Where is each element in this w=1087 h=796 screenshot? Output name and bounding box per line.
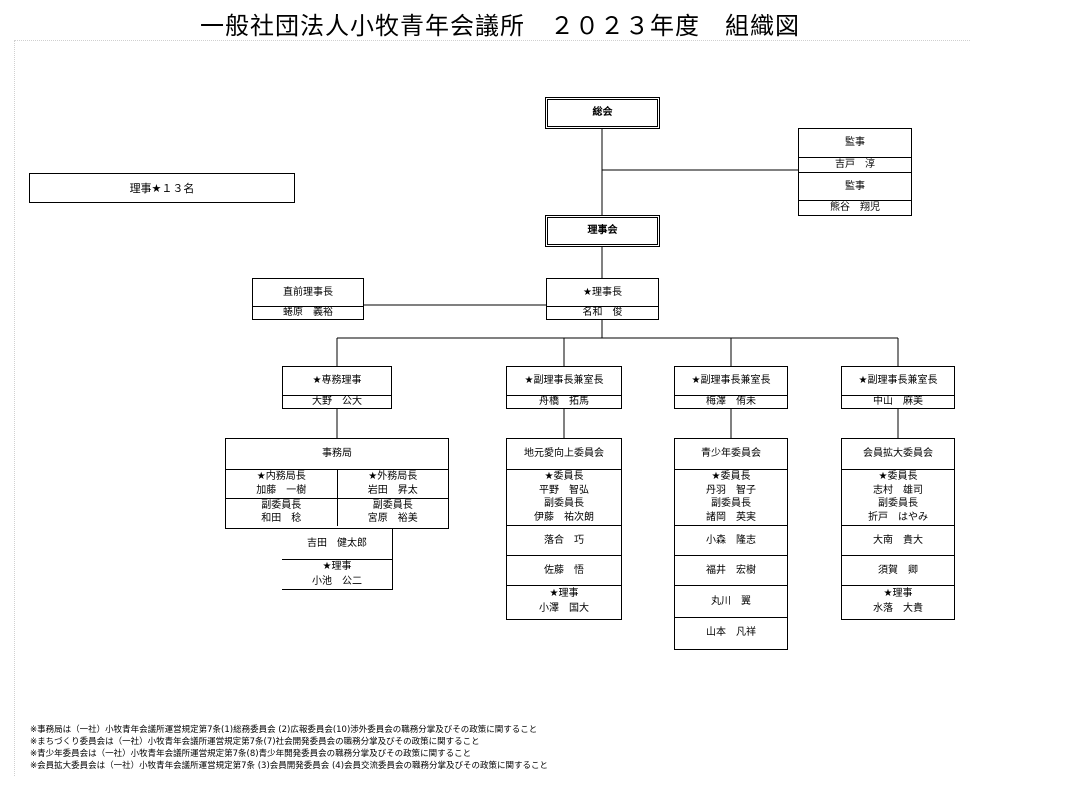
past-president-role: 直前理事長 [283,286,333,298]
secretariat-title: 事務局 [322,448,352,459]
committee-local-love-box: 地元愛向上委員会 ★委員長 平野 智弘 副委員長 伊藤 祐次朗 落合 巧 佐藤 … [506,438,622,620]
page-title: 一般社団法人小牧青年会議所 ２０２３年度 組織図 [200,12,800,40]
general-assembly-label: 総会 [592,107,613,118]
committee-1-member-1: 落合 巧 [507,525,621,555]
auditor-1-name: 吉戸 淳 [799,157,911,172]
general-assembly-box: 総会 [545,97,660,129]
committee-3-director-role: ★理事 [842,585,954,601]
column-1-name: 大野 公大 [283,395,391,408]
internal-bureau-name: 加藤 一樹 [256,485,307,496]
external-bureau: ★外務局長 岩田 昇太 副委員長 宮原 裕美 [336,470,448,526]
committee-2-vice: 諸岡 英実 [706,512,756,523]
footnote: ※青少年委員会は（一社）小牧青年会議所運営規定第7条(8)青少年開発委員会の職務… [30,749,472,759]
committee-3-vice: 折戸 はやみ [868,512,928,523]
column-4-name: 中山 麻美 [842,395,954,408]
vice-president-3-box: ★副理事長兼室長 中山 麻美 [841,366,955,409]
past-president-box: 直前理事長 蜷原 義裕 [252,278,364,320]
committee-1-vice-role: 副委員長 [544,498,584,509]
committee-2-member-4: 山本 凡祥 [675,617,787,647]
auditor-2-role: 監事 [799,172,911,200]
committee-1-chair: 平野 智弘 [539,484,589,496]
internal-bureau: ★内務局長 加藤 一樹 副委員長 和田 稔 [226,470,337,526]
committee-2-title: 青少年委員会 [701,448,761,459]
secretariat-mask-right [393,528,450,591]
footnote: ※会員拡大委員会は（一社）小牧青年会議所運営規定第7条 (3)会員開発委員会 (… [30,761,549,771]
committee-1-director-role: ★理事 [507,585,621,601]
committee-1-director: 小澤 国大 [539,602,589,614]
column-2-role: ★副理事長兼室長 [524,375,604,386]
committee-3-chair: 志村 雄司 [873,484,923,496]
committee-1-member-2: 佐藤 悟 [507,555,621,585]
column-3-role: ★副理事長兼室長 [691,375,771,386]
footnotes: ※事務局は（一社）小牧青年会議所運営規定第7条(1)総務委員会 (2)広報委員会… [30,724,548,772]
committee-3-director: 水落 大貴 [873,602,923,614]
committee-2-member-2: 福井 宏樹 [675,555,787,585]
external-bureau-name: 岩田 昇太 [367,485,418,496]
board-box: 理事会 [545,215,660,247]
column-3-name: 梅澤 侑未 [675,395,787,408]
auditor-1-role: 監事 [845,137,865,148]
committee-2-member-1: 小森 隆志 [675,525,787,555]
vice-president-2-box: ★副理事長兼室長 梅澤 侑未 [674,366,788,409]
committee-3-title: 会員拡大委員会 [863,448,933,459]
directors-count-label: 理事★１３名 [129,181,195,195]
footnote: ※事務局は（一社）小牧青年会議所運営規定第7条(1)総務委員会 (2)広報委員会… [30,725,538,735]
committee-1-title: 地元愛向上委員会 [524,448,604,459]
directors-count-box: 理事★１３名 [29,173,295,203]
chart-frame [14,40,970,776]
internal-bureau-role: ★内務局長 [256,471,306,482]
external-vice-role: 副委員長 [337,498,448,512]
committee-3-member-1: 大南 貴大 [842,525,954,555]
committee-3-vice-role: 副委員長 [878,498,918,509]
committee-3-chair-role: ★委員長 [842,469,954,484]
auditors-box: 監事 吉戸 淳 監事 熊谷 翔児 [798,128,912,216]
president-name: 名和 俊 [547,306,658,319]
secretariat-mask-left [225,528,282,591]
vice-president-1-box: ★副理事長兼室長 舟橋 拓馬 [506,366,622,409]
auditor-2-name: 熊谷 翔児 [799,200,911,215]
secretariat-member: 吉田 健太郎 [307,538,367,549]
committee-3-member-2: 須賀 卿 [842,555,954,585]
committee-2-member-3: 丸川 翼 [675,585,787,617]
committee-2-chair: 丹羽 智子 [706,484,756,496]
secretariat-bureaus: ★内務局長 加藤 一樹 副委員長 和田 稔 ★外務局長 岩田 昇太 副委員長 宮… [226,469,448,526]
column-4-role: ★副理事長兼室長 [858,375,938,386]
external-vice-name: 宮原 裕美 [367,513,418,524]
president-box: ★理事長 名和 俊 [546,278,659,320]
internal-vice-role: 副委員長 [226,498,337,512]
column-2-name: 舟橋 拓馬 [507,395,621,408]
committee-1-chair-role: ★委員長 [507,469,621,484]
internal-vice-name: 和田 稔 [261,513,302,524]
external-bureau-role: ★外務局長 [368,471,418,482]
committee-1-vice: 伊藤 祐次朗 [534,512,594,523]
footnote: ※まちづくり委員会は（一社）小牧青年会議所運営規定第7条(7)社会開発委員会の職… [30,737,480,747]
past-president-name: 蜷原 義裕 [253,306,363,319]
secretariat-lower-box: 吉田 健太郎 ★理事 小池 公二 [281,528,393,590]
secretariat-edge-right [392,528,449,529]
secretariat-edge-left [225,528,282,529]
president-role: ★理事長 [583,286,622,298]
committee-membership-box: 会員拡大委員会 ★委員長 志村 雄司 副委員長 折戸 はやみ 大南 貴大 須賀 … [841,438,955,620]
secretariat-director-role: ★理事 [282,559,392,574]
committee-2-chair-role: ★委員長 [675,469,787,484]
board-label: 理事会 [587,225,618,236]
committee-youth-box: 青少年委員会 ★委員長 丹羽 智子 副委員長 諸岡 英実 小森 隆志 福井 宏樹… [674,438,788,650]
executive-director-box: ★専務理事 大野 公大 [282,366,392,409]
secretariat-director-name: 小池 公二 [312,575,362,587]
column-1-role: ★専務理事 [312,375,362,386]
committee-2-vice-role: 副委員長 [711,498,751,509]
